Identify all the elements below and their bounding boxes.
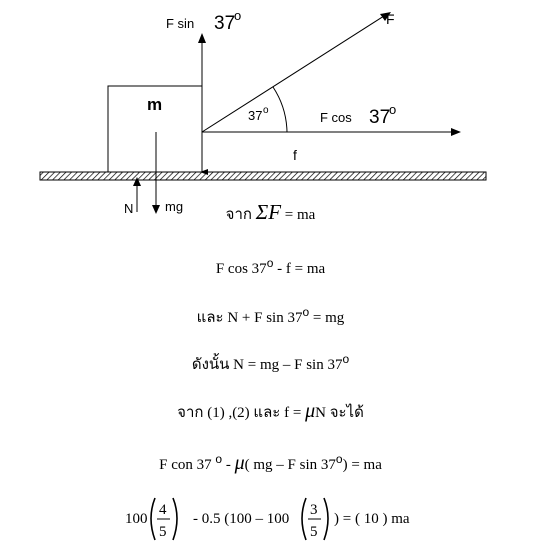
label-angle: 37 — [248, 108, 262, 123]
svg-text:- 0.5 (100 – 100: - 0.5 (100 – 100 — [193, 511, 289, 527]
applied-force-arrowhead — [380, 12, 391, 21]
svg-text:100: 100 — [125, 511, 148, 527]
equation-horizontal: F cos 37o - f = ma — [215, 256, 326, 277]
equation-friction: จาก (1) ,(2) และ f = μN จะได้ — [177, 400, 364, 422]
equation-newton-second-law: จาก ΣF = ma — [225, 200, 316, 224]
mu-symbol: μ — [234, 452, 245, 474]
sigma-f: ΣF — [255, 200, 282, 224]
equation-numeric: 100 4 5 - 0.5 (100 – 100 3 5 ) = ( 10 ) … — [125, 497, 410, 541]
fraction-denominator: 5 — [159, 524, 167, 540]
applied-force-arrow — [201, 15, 385, 133]
label-mass: m — [147, 95, 162, 114]
fraction-numerator: 3 — [310, 502, 318, 518]
label-f-cos: F cos — [320, 110, 352, 125]
label-f-cos-angle: 37 — [369, 107, 390, 128]
friction-arrowhead — [200, 169, 208, 175]
svg-text:) = ( 10 ) ma: ) = ( 10 ) ma — [334, 511, 410, 527]
vertical-component-arrowhead — [198, 33, 206, 43]
equation-combined: F con 37 o - μ( mg – F sin 37o) = ma — [159, 452, 382, 474]
degree-mark-fcos: o — [389, 102, 396, 117]
label-friction: f — [293, 147, 297, 163]
equation-vertical: และ N + F sin 37o = mg — [196, 305, 345, 326]
angle-arc — [272, 86, 288, 133]
fraction-numerator: 4 — [159, 502, 167, 518]
label-weight: mg — [165, 199, 183, 214]
degree-mark-fsin: o — [234, 8, 241, 23]
normal-arrowhead — [133, 177, 141, 186]
label-applied-force: F — [386, 11, 395, 27]
mu-symbol: μ — [305, 400, 316, 422]
degree-mark-angle: o — [263, 105, 269, 116]
weight-arrowhead — [152, 205, 160, 214]
ground-surface — [39, 171, 487, 181]
fraction-denominator: 5 — [310, 524, 318, 540]
horizontal-component-arrowhead — [451, 128, 461, 136]
equation-normal-force: ดังนั้น N = mg – F sin 37o — [191, 352, 350, 373]
label-f-sin: F sin — [166, 16, 194, 31]
label-normal: N — [124, 201, 133, 216]
label-f-sin-angle: 37 — [214, 13, 235, 34]
